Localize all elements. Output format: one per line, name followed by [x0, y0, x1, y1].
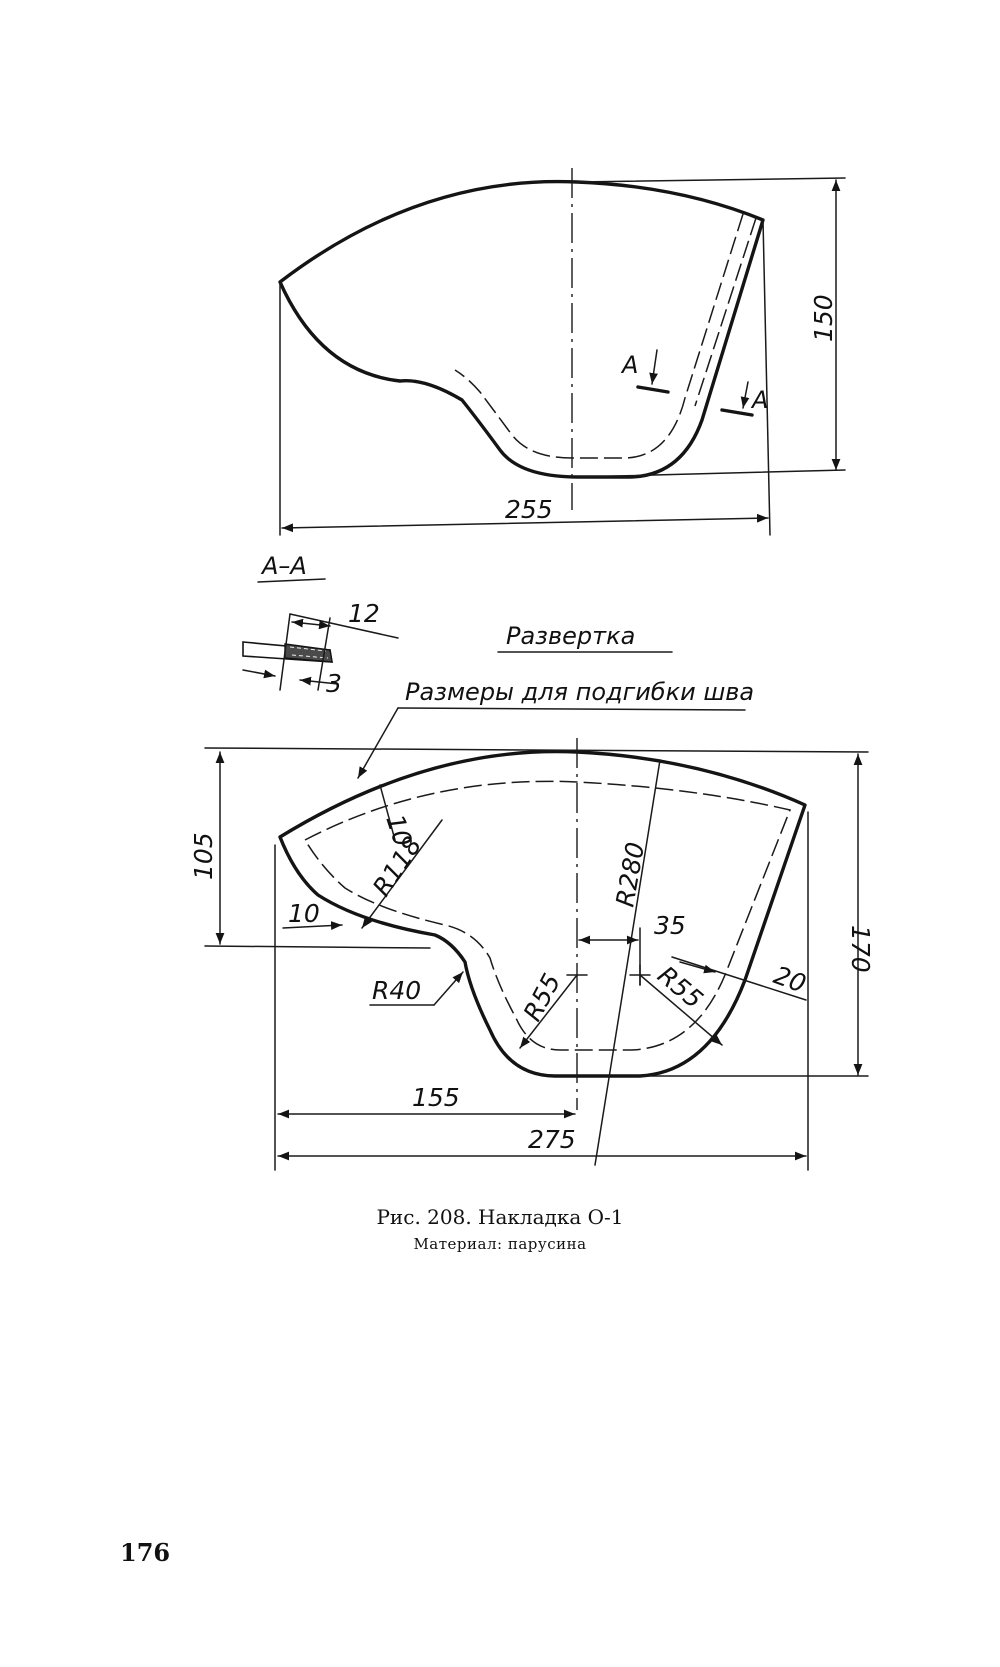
dim-width-255: 255	[505, 495, 553, 524]
seam-note-leader	[357, 707, 399, 779]
pattern-outline	[278, 749, 807, 1078]
flat-pattern: Развертка Размеры для подгибки шва 105 1…	[189, 622, 875, 1171]
seam-note: Размеры для подгибки шва	[405, 678, 754, 706]
dim-radius-r40: R40	[372, 976, 421, 1005]
top-view-seam-line	[454, 213, 744, 459]
pattern-seam-line	[304, 780, 792, 1051]
dim-seam-right-20: 20	[770, 960, 810, 998]
radius-line-r118	[361, 819, 443, 929]
radius-line-r40	[433, 971, 464, 1006]
dim-offset-35: 35	[654, 911, 686, 940]
section-mark-left: А	[620, 349, 670, 394]
dim-hem-12: 12	[348, 599, 380, 628]
radius-line-r280	[594, 759, 661, 1166]
section-title: А–А	[260, 552, 307, 580]
dim-width-275: 275	[528, 1125, 576, 1154]
dim-height-170: 170	[846, 925, 875, 973]
section-profile	[242, 641, 333, 663]
dim-radius-r118: R118	[367, 831, 427, 901]
dim-height-150: 150	[809, 294, 838, 342]
top-view: 255 150 А А	[278, 168, 846, 536]
dim-width-155: 155	[412, 1083, 460, 1112]
page-number: 176	[120, 1538, 171, 1567]
svg-text:А: А	[750, 386, 768, 414]
radius-line-r55-left	[519, 974, 578, 1049]
svg-text:А: А	[620, 351, 638, 379]
top-view-outline	[278, 179, 765, 479]
top-view-seam-line-outer	[694, 217, 757, 407]
dim-radius-r280: R280	[610, 840, 650, 909]
dim-line-width	[281, 513, 769, 533]
section-aa: А–А 12 3	[242, 552, 399, 698]
section-mark-right: А	[720, 381, 768, 417]
material-note: Материал: парусина	[413, 1235, 587, 1253]
radius-line-r55-right	[639, 974, 723, 1046]
figure-caption: Рис. 208. Накладка О-1	[376, 1205, 624, 1229]
dim-thickness-3: 3	[326, 669, 342, 698]
pattern-title: Развертка	[506, 622, 635, 650]
dim-seam-left-10: 10	[288, 899, 320, 928]
dim-height-105: 105	[189, 832, 218, 880]
